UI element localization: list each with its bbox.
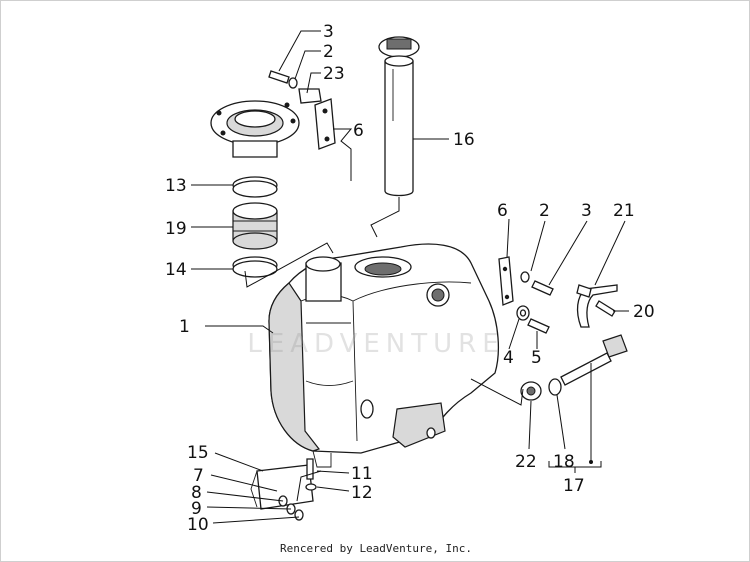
label-4: 4 bbox=[503, 348, 514, 368]
clamp-22 bbox=[520, 381, 542, 401]
washer-2-right bbox=[520, 271, 530, 283]
label-6-top: 6 bbox=[353, 121, 364, 141]
label-6-right: 6 bbox=[497, 201, 508, 221]
footer-credit: Rencered by LeadVenture, Inc. bbox=[279, 542, 473, 555]
label-9: 9 bbox=[191, 499, 202, 519]
hose-clamp-13 bbox=[232, 176, 278, 198]
filler-flange bbox=[210, 100, 300, 158]
label-14: 14 bbox=[165, 260, 187, 280]
washer-12 bbox=[305, 483, 317, 491]
screw-20-end bbox=[595, 300, 616, 317]
part-number-labels: 1 2 2 3 3 4 5 6 6 7 8 9 10 11 12 13 14 1… bbox=[165, 22, 655, 535]
label-7: 7 bbox=[193, 466, 204, 486]
label-22: 22 bbox=[515, 452, 537, 472]
screw-5 bbox=[527, 318, 550, 334]
bracket-6-top bbox=[314, 98, 336, 150]
label-1: 1 bbox=[179, 317, 190, 337]
label-23: 23 bbox=[323, 64, 345, 84]
label-15: 15 bbox=[187, 443, 209, 463]
rubber-sleeve-19 bbox=[232, 202, 278, 250]
label-21: 21 bbox=[613, 201, 635, 221]
bracket-6-right bbox=[498, 256, 514, 306]
label-18: 18 bbox=[553, 452, 575, 472]
leader-lines bbox=[191, 30, 629, 524]
bottom-bracket-15 bbox=[250, 464, 314, 510]
o-ring-18 bbox=[548, 378, 562, 396]
label-2-right: 2 bbox=[539, 201, 550, 221]
label-3-top: 3 bbox=[323, 22, 334, 42]
screw-3-top bbox=[268, 70, 290, 84]
label-10: 10 bbox=[187, 515, 209, 535]
washer-4 bbox=[516, 305, 530, 321]
label-5: 5 bbox=[531, 348, 542, 368]
fuel-tank bbox=[268, 243, 499, 468]
label-3-right: 3 bbox=[581, 201, 592, 221]
label-16: 16 bbox=[453, 130, 475, 150]
label-12: 12 bbox=[351, 483, 373, 503]
screw-11 bbox=[306, 458, 314, 480]
fuel-fitting bbox=[560, 334, 628, 386]
label-20: 20 bbox=[633, 302, 655, 322]
washer-2-top bbox=[288, 77, 298, 89]
screw-3-right bbox=[531, 280, 554, 296]
label-2-top: 2 bbox=[323, 42, 334, 62]
clip-23 bbox=[298, 88, 322, 104]
fuel-sensor-tube bbox=[378, 36, 420, 197]
clip-21 bbox=[576, 284, 592, 298]
label-19: 19 bbox=[165, 219, 187, 239]
label-8: 8 bbox=[191, 483, 202, 503]
label-11: 11 bbox=[351, 464, 373, 484]
label-17: 17 bbox=[563, 476, 585, 496]
label-13: 13 bbox=[165, 176, 187, 196]
